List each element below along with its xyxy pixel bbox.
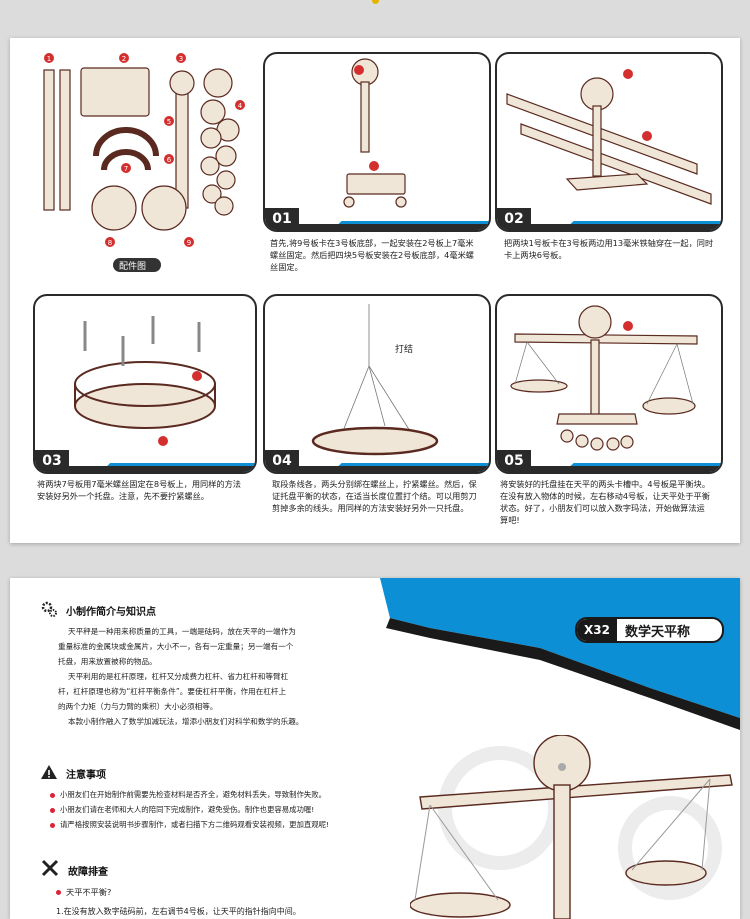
step-05-frame: 05 [495, 294, 723, 474]
trouble-heading: 故障排查 [68, 867, 108, 878]
intro-line-7: 本款小制作融入了数学加减玩法，增添小朋友们对科学和数学的乐趣。 [68, 717, 304, 726]
step-04-illustration [311, 304, 439, 456]
knot-label: 打结 [395, 345, 414, 355]
part-6-marker: 6 [167, 156, 172, 164]
trouble-question: 天平不平衡? [56, 886, 111, 898]
intro-heading: 小制作简介与知识点 [66, 607, 156, 618]
step-03-illustration [74, 316, 216, 446]
notes-heading: 注意事项 [66, 770, 106, 781]
parts-label-pill [113, 258, 161, 272]
step-02-number: 02 [497, 208, 531, 230]
intro-line-5: 杆，杠杆原理也称为“杠杆平衡条件”。要使杠杆平衡，作用在杠杆上 [58, 687, 287, 696]
intro-line-6: 的两个力矩（力与力臂的乘积）大小必须相等。 [58, 702, 218, 711]
intro-line-4: 天平利用的是杠杆原理，杠杆又分成费力杠杆、省力杠杆和等臂杠 [68, 672, 289, 681]
part-7-marker: 7 [124, 165, 128, 173]
step-05-number: 05 [497, 450, 531, 472]
note-item-2: 小朋友们请在老师和大人的陪同下完成制作，避免受伤。制作也更容易成功喔! [50, 804, 314, 815]
part-2-marker: 2 [122, 55, 126, 63]
step-04-frame: 04 [263, 294, 491, 474]
part-9-marker: 9 [187, 239, 191, 247]
part-4-marker: 4 [238, 102, 243, 110]
note-item-3: 请严格按照安装说明书步骤制作，或者扫描下方二维码观看安装视频，更加直观呢! [50, 819, 329, 830]
note-item-1: 小朋友们在开始制作前需要先检查材料是否齐全，避免材料丢失，导致制作失败。 [50, 789, 326, 800]
step-05-illustration [510, 305, 698, 451]
tools-icon [41, 859, 59, 877]
intro-line-1: 天平秤是一种用来称质量的工具，一端是砝码，放在天平的一端作为 [68, 627, 296, 636]
part-3-marker: 3 [179, 55, 183, 63]
step-03-frame: 03 [33, 294, 257, 474]
step-01-number: 01 [265, 208, 299, 230]
step-05-caption: 将安装好的托盘挂在天平的两头卡槽中。4号板是平衡块。在没有放入物体的时候，左右移… [500, 479, 710, 525]
intro-line-2: 重量标准的金属块或金属片，大小不一，各有一定重量；另一端有一个 [58, 642, 294, 651]
step-02-illustration [506, 69, 712, 205]
warning-icon [41, 765, 57, 779]
parts-label: 配件图 [119, 262, 147, 272]
step-02-caption: 把两块1号板卡在3号板两边用13毫米铁轴穿在一起，同时卡上两块6号板。 [504, 238, 714, 260]
gears-icon [41, 601, 57, 617]
product-code: X32 [577, 619, 617, 641]
product-title-box: X32 数学天平称 [575, 617, 724, 643]
step-04-caption: 取段条线各，两头分别绑在螺丝上，拧紧螺丝。然后，保证托盘平衡的状态，在适当长度位… [272, 479, 477, 513]
step-03-caption: 将两块7号板用7毫米螺丝固定在8号板上，用同样的方法安装好另外一个托盘。注意，先… [37, 479, 241, 501]
parts-diagram: 1 2 3 4 5 6 7 8 9 [43, 53, 245, 247]
step-01-frame: 01 [263, 52, 491, 232]
part-5-marker: 5 [167, 118, 171, 126]
intro-line-3: 托盘，用来放置被称的物品。 [58, 657, 157, 666]
step-01-illustration [343, 58, 407, 208]
top-marker [372, 0, 379, 4]
step-03-number: 03 [35, 450, 69, 472]
step-04-number: 04 [265, 450, 299, 472]
product-name: 数学天平称 [625, 625, 691, 640]
product-illustration [410, 735, 733, 919]
part-8-marker: 8 [108, 239, 112, 247]
part-1-marker: 1 [47, 55, 51, 63]
step-01-caption: 首先,将9号板卡在3号板底部，一起安装在2号板上7毫米螺丝固定。然后把四块5号板… [270, 238, 474, 272]
trouble-answer: 1.在没有放入数字砝码前，左右调节4号板，让天平的指针指向中间。 [56, 907, 301, 916]
step-02-frame: 02 [495, 52, 723, 232]
